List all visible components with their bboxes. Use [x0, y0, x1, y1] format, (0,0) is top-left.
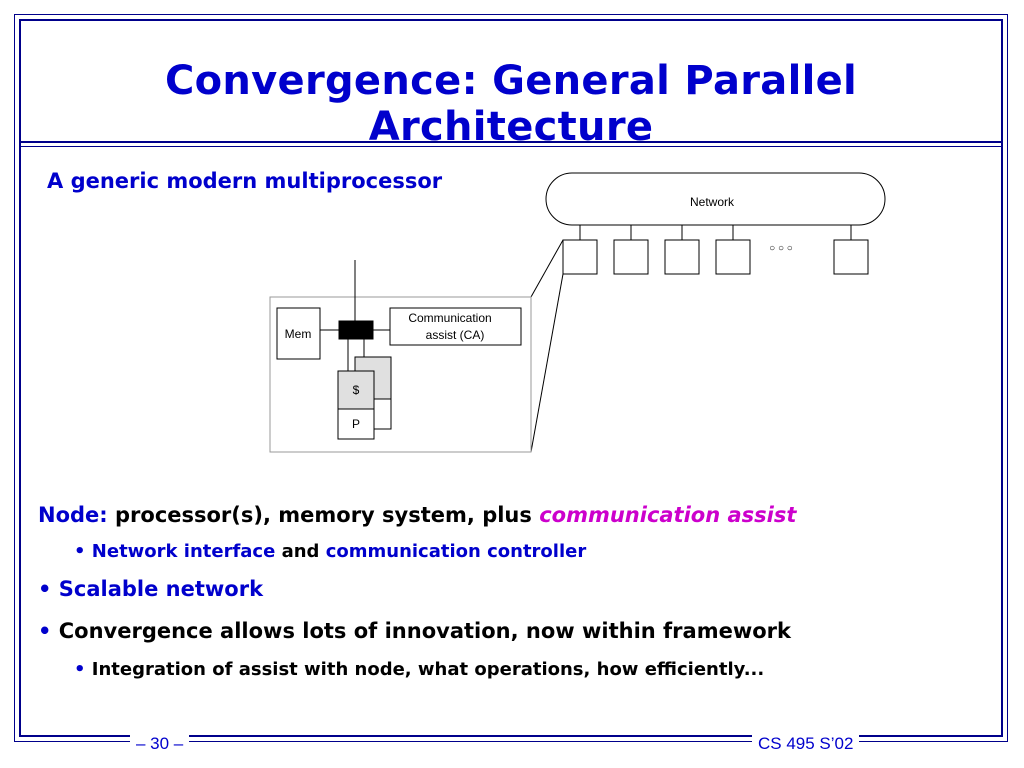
network-label: Network — [690, 195, 735, 209]
bullet-marker: • — [38, 619, 52, 643]
mem-label: Mem — [285, 327, 312, 341]
processor-box — [337, 408, 375, 440]
scalable-network-text: Scalable network — [58, 577, 264, 601]
bullet-marker: • — [74, 659, 86, 680]
network-shape — [545, 172, 886, 226]
cache-label: $ — [353, 383, 360, 397]
title-rule-bottom — [20, 146, 1002, 147]
node-bus-switch — [338, 320, 374, 340]
communication-controller-text: communication controller — [325, 541, 587, 562]
node-box-n — [833, 239, 869, 275]
slide-title: Convergence: General Parallel Architectu… — [164, 58, 858, 150]
integration-line: • Integration of assist with node, what … — [74, 659, 764, 680]
mem-box — [276, 307, 321, 360]
node-highlight: communication assist — [539, 503, 797, 527]
node-text: processor(s), memory system, plus — [107, 503, 540, 527]
ca-label-line2: assist (CA) — [426, 328, 485, 342]
bullet-marker: • — [38, 577, 52, 601]
communication-assist-box — [389, 307, 522, 346]
node-box-3 — [664, 239, 700, 275]
slide-inner-border — [19, 19, 1003, 737]
title-rule-top — [20, 141, 1002, 143]
cache-box — [337, 370, 375, 410]
network-links — [579, 225, 852, 240]
node-label: Node: — [38, 503, 108, 527]
integration-text: Integration of assist with node, what op… — [91, 659, 765, 680]
scalable-network-line: • Scalable network — [38, 577, 263, 601]
footer-course: CS 495 S’02 — [752, 733, 860, 755]
convergence-line: • Convergence allows lots of innovation,… — [38, 619, 791, 643]
node-box-2 — [613, 239, 649, 275]
zoom-line-bottom — [530, 273, 564, 453]
footer-page-number: – 30 – — [130, 733, 190, 755]
processor-label: P — [352, 417, 360, 431]
node-box-1 — [562, 239, 598, 275]
nodes-ellipsis: ○ ○ ○ — [769, 243, 793, 254]
network-interface-text: Network interface — [91, 541, 276, 562]
slide-outer-border — [14, 14, 1008, 742]
ca-label-line1: Communication — [408, 311, 491, 325]
node-line: Node: processor(s), memory system, plus … — [38, 503, 796, 527]
bullet-marker: • — [74, 541, 86, 562]
node-box-4 — [715, 239, 751, 275]
and-text: and — [275, 541, 326, 562]
convergence-text: Convergence allows lots of innovation, n… — [58, 619, 791, 643]
diagram-subtitle: A generic modern multiprocessor — [47, 169, 443, 193]
zoom-line-top — [530, 239, 564, 298]
network-interface-line: • Network interface and communication co… — [74, 541, 586, 562]
